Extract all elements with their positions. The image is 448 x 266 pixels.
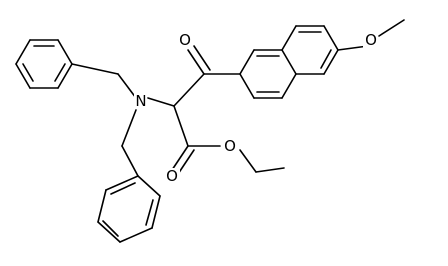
- ethyl-ch3-bond: [255, 167, 285, 173]
- ester-double-bond-a: [171, 145, 189, 171]
- n-ch2-bond-bottom: [121, 109, 137, 147]
- methoxy-oxygen-label: O: [365, 31, 377, 49]
- benzyl-phenyl-ring-top: [15, 39, 73, 89]
- ketone-double-bond-a: [187, 49, 205, 75]
- naphthalene-ring-system: [239, 25, 339, 99]
- ch2-bond-top: [71, 63, 119, 75]
- ch2-bond-bottom: [121, 145, 139, 177]
- amine-nitrogen-label: N: [135, 92, 146, 110]
- n-alpha-carbon-bond: [147, 97, 175, 107]
- ester-double-bond-b: [177, 149, 195, 175]
- methoxy-methyl-bond: [378, 19, 405, 37]
- alpha-to-ester-bond: [173, 105, 189, 147]
- ketone-double-bond-b: [193, 45, 211, 71]
- ketone-oxygen-label: O: [179, 31, 191, 49]
- alpha-to-ketone-bond: [173, 73, 205, 107]
- ester-ether-oxygen-label: O: [224, 137, 236, 155]
- ester-carbonyl-oxygen-label: O: [166, 167, 178, 185]
- n-ch2-bond-top: [117, 73, 137, 99]
- benzyl-phenyl-ring-bottom: [97, 175, 161, 243]
- o-ethyl-ch2-bond: [239, 149, 257, 173]
